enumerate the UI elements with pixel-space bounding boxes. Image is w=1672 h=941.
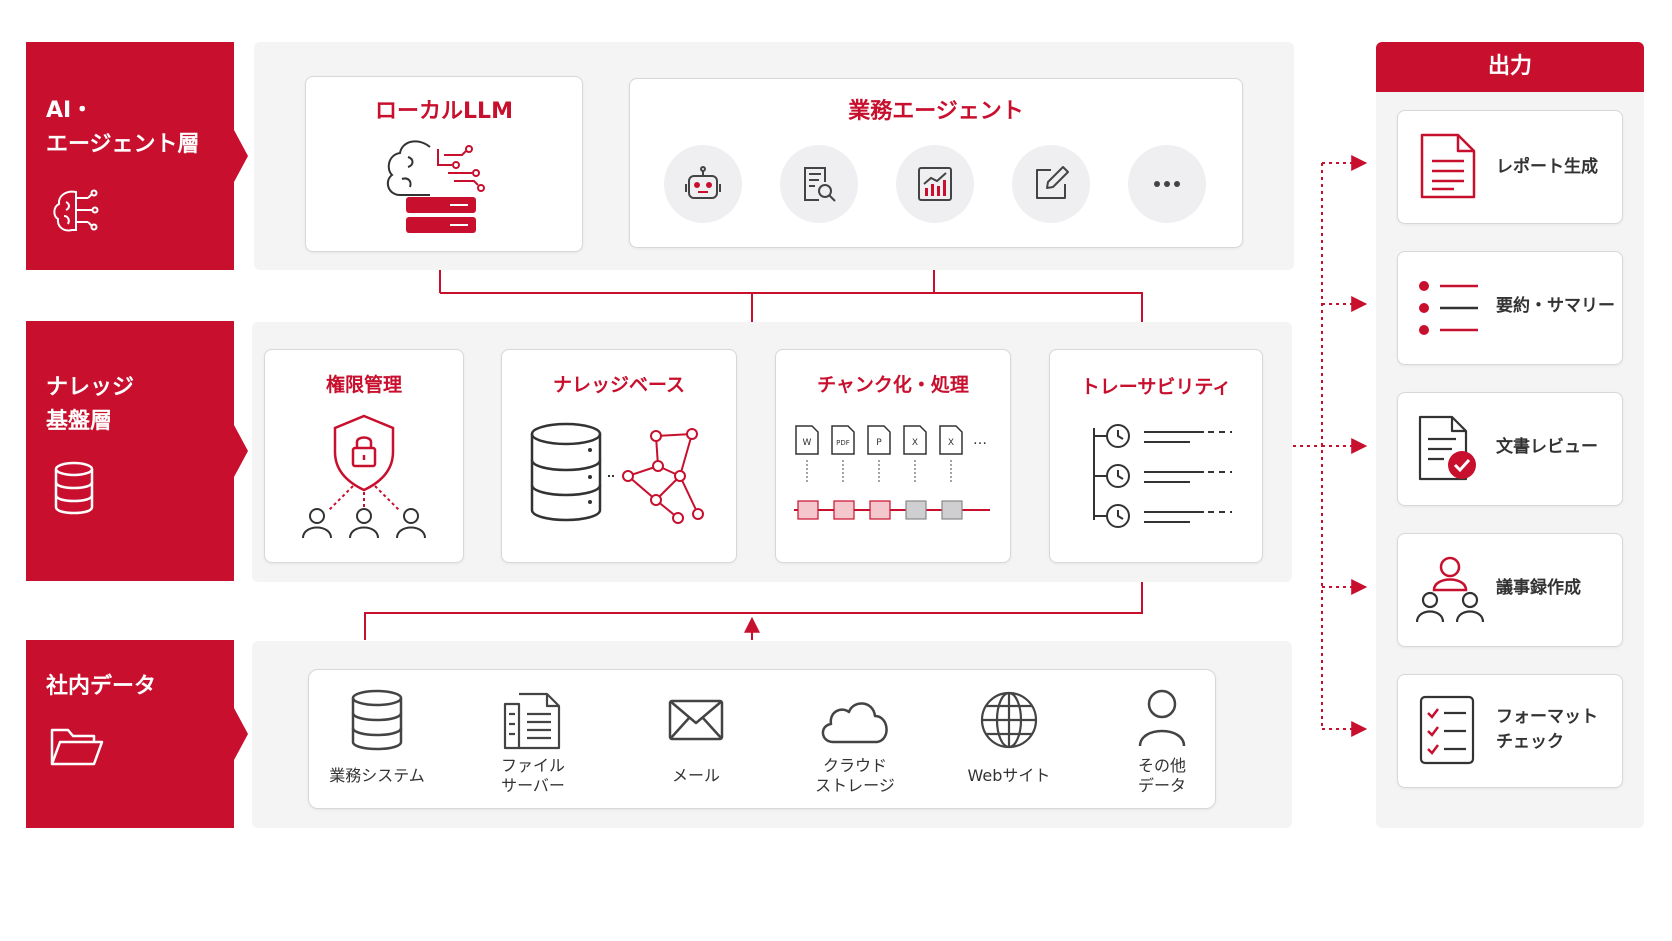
chunking-icon: W PDF P X X … [794, 425, 990, 520]
card-title: 業務エージェント [848, 99, 1024, 124]
lock-shield-icon [302, 414, 426, 539]
output-label: 議事録作成 [1496, 578, 1581, 598]
output-label: フォーマット チェック [1496, 707, 1598, 752]
source-label: メール [671, 766, 720, 785]
agent-chart [896, 145, 974, 223]
document-search-icon [804, 167, 836, 202]
card-business-agents: 業務エージェント [629, 78, 1243, 248]
file-label: W [803, 438, 812, 448]
agent-robot [664, 145, 742, 223]
database-icon [351, 689, 403, 751]
card-data-sources: 業務システム ファイル サーバー メール クラウド ストレージ Webサイト [308, 669, 1216, 809]
file-label: P [876, 438, 882, 448]
agent-more [1128, 145, 1206, 223]
database-graph-icon [530, 422, 704, 524]
database-icon [54, 461, 94, 515]
source-label: Webサイト [967, 766, 1051, 785]
layer-label-ai: AI・ エージェント層 [26, 42, 248, 270]
output-item-minutes: 議事録作成 [1397, 533, 1623, 647]
document-check-icon [1418, 415, 1476, 481]
output-header: 出力 [1376, 42, 1644, 92]
source-label: クラウド ストレージ [815, 756, 895, 795]
source-label: その他 データ [1137, 756, 1186, 795]
layer-label-shape [26, 42, 248, 270]
output-label: レポート生成 [1496, 157, 1598, 177]
list-icon [1419, 281, 1478, 335]
layer-title-knowledge: ナレッジ 基盤層 [46, 375, 135, 434]
output-item-summary: 要約・サマリー [1397, 251, 1623, 365]
output-item-format-check: フォーマット チェック [1397, 674, 1623, 788]
agent-edit [1012, 145, 1090, 223]
agent-document-search [780, 145, 858, 223]
output-label: 文書レビュー [1496, 437, 1598, 457]
source-label: ファイル サーバー [500, 756, 565, 795]
more-icon [1154, 181, 1180, 187]
source-label: 業務システム [329, 766, 425, 785]
card-title: 権限管理 [325, 374, 402, 396]
card-traceability: トレーサビリティ [1049, 349, 1263, 563]
layer-label-data: 社内データ [26, 640, 248, 828]
file-label: PDF [836, 439, 850, 447]
card-local-llm: ローカルLLM [305, 76, 583, 252]
mail-icon [668, 699, 724, 741]
output-label: 要約・サマリー [1496, 296, 1615, 316]
globe-icon [980, 691, 1038, 749]
card-permissions: 権限管理 [264, 349, 464, 563]
output-header-label: 出力 [1487, 54, 1532, 79]
card-title: ナレッジベース [552, 374, 686, 396]
file-label: X [912, 438, 918, 448]
layer-title-ai: AI・ エージェント層 [46, 98, 200, 157]
layer-title-data: 社内データ [46, 674, 157, 699]
meeting-icon [1415, 556, 1485, 623]
card-title: ローカルLLM [375, 99, 513, 124]
user-icon [1138, 689, 1186, 747]
report-icon [1420, 133, 1476, 199]
layer-label-shape [26, 640, 248, 828]
checklist-icon [1419, 695, 1475, 765]
edit-icon [1036, 166, 1069, 199]
robot-icon [685, 166, 721, 199]
brain-circuit-icon [53, 189, 99, 232]
output-item-document-review: 文書レビュー [1397, 392, 1623, 506]
card-title: チャンク化・処理 [817, 374, 969, 396]
brain-server-icon [386, 140, 485, 233]
card-title: トレーサビリティ [1080, 376, 1232, 398]
file-server-icon [503, 692, 561, 750]
file-label: X [948, 438, 954, 448]
layer-label-shape [26, 321, 248, 581]
output-item-report: レポート生成 [1397, 110, 1623, 224]
card-chunking: チャンク化・処理 W PDF P X X … [775, 349, 1011, 563]
chart-icon [918, 167, 952, 201]
timeline-clock-icon [1093, 424, 1232, 528]
folder-icon [50, 728, 104, 766]
layer-label-knowledge: ナレッジ 基盤層 [26, 321, 248, 581]
card-knowledge-base: ナレッジベース [501, 349, 737, 563]
cloud-icon [821, 702, 888, 744]
file-ellipsis: … [973, 432, 987, 448]
